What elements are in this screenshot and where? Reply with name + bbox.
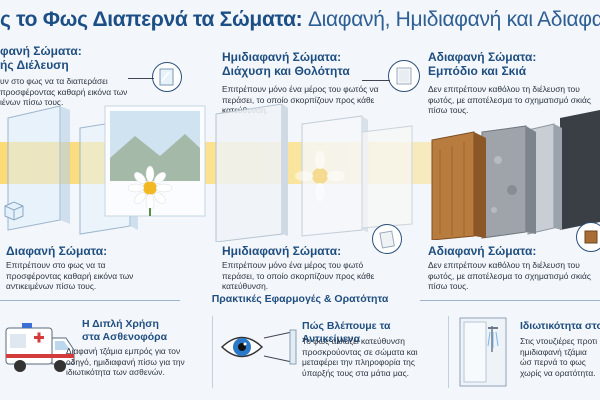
shower-heading: Ιδιωτικότητα στο bbox=[520, 320, 600, 332]
opaque-heading-bottom: Αδιαφανή Σώματα: bbox=[428, 244, 537, 258]
column-separator bbox=[448, 316, 449, 388]
opaque-heading-line-2: Εμπόδιο και Σκιά bbox=[428, 64, 527, 78]
opaque-text-bottom: Δεν επιτρέπουν καθόλου τη διέλευση του φ… bbox=[428, 260, 591, 291]
frosted-sample-icon bbox=[388, 60, 420, 92]
transparent-heading-bottom: Διαφανή Σώματα: bbox=[6, 244, 108, 258]
ambulance-heading-line-1: Η Διπλή Χρήση bbox=[82, 318, 159, 330]
translucent-heading-line-1: Ημιδιαφανή Σώματα: bbox=[222, 50, 342, 64]
page-title-rest: Διαφανή, Ημιδιαφανή και Αδιαφα bbox=[307, 8, 600, 31]
eye-heading: Πώς Βλέπουμε τα Αντικείμενα bbox=[302, 320, 391, 345]
transparent-text-top: υν στο φως να τα διαπεράσει προσφέροντας… bbox=[0, 76, 128, 107]
translucent-text-bottom: Επιτρέπουν μόνο ένα μέρος του φωτό περάσ… bbox=[222, 260, 375, 291]
translucent-heading-line-2: Διάχυση και Θολότητα bbox=[222, 64, 350, 78]
transparent-heading-top: φανή Σώματα: ής Διέλευση bbox=[0, 44, 150, 72]
page-title: ς το Φως Διαπερνά τα Σώματα: Διαφανή, Ημ… bbox=[0, 8, 600, 32]
glass-cube-icon bbox=[4, 201, 24, 221]
opaque-blocks-illustration bbox=[431, 110, 600, 240]
ambulance-icon bbox=[5, 323, 75, 372]
ambulance-heading: Η Διπλή Χρήση στα Ασθενοφόρα bbox=[82, 318, 202, 343]
page-title-bold: ς το Φως Διαπερνά τα Σώματα: bbox=[0, 8, 303, 31]
divider-right bbox=[420, 300, 600, 301]
frosted-pane-icon bbox=[372, 224, 402, 254]
opaque-text-top: Δεν επιτρέπουν καθόλου τη διέλευση του φ… bbox=[428, 84, 591, 115]
callout-line bbox=[362, 80, 390, 81]
opaque-heading-line-1: Αδιαφανή Σώματα: bbox=[428, 50, 537, 64]
shower-icon bbox=[459, 317, 507, 387]
glass-sample-icon bbox=[152, 62, 182, 92]
ambulance-heading-line-2: στα Ασθενοφόρα bbox=[82, 330, 168, 343]
flower-picture-icon bbox=[104, 105, 206, 217]
stone-block bbox=[481, 125, 536, 239]
divider-left bbox=[0, 300, 180, 301]
translucent-heading-top: Ημιδιαφανή Σώματα: Διάχυση και Θολότητα bbox=[222, 50, 392, 78]
eye-icon bbox=[220, 329, 297, 365]
callout-line bbox=[128, 78, 154, 79]
translucent-heading-bottom: Ημιδιαφανή Σώματα: bbox=[222, 244, 342, 258]
applications-heading: Πρακτικές Εφαρμογές & Ορατότητα bbox=[211, 293, 389, 305]
glass-panes-illustration bbox=[7, 105, 206, 235]
transparent-text-bottom: Επιτρέπουν στο φως να τα προσφέροντας κα… bbox=[6, 260, 134, 291]
frosted-panes-illustration bbox=[215, 104, 413, 242]
column-separator bbox=[212, 316, 213, 388]
transparent-heading-line-2: ής Διέλευση bbox=[0, 58, 69, 72]
shower-text: Στις ντουζιέρες προτι ημιδιαφανή τζάμια … bbox=[520, 336, 598, 378]
eye-text: Το φως αλλάζει κατεύθυνση προσκρούοντας … bbox=[302, 336, 418, 378]
transparent-heading-line-1: φανή Σώματα: bbox=[0, 44, 82, 58]
ambulance-text: Διαφανή τζάμια εμπρός για τον οδηγό, ημι… bbox=[66, 346, 185, 377]
wood-sample-icon bbox=[576, 222, 600, 252]
opaque-heading-top: Αδιαφανή Σώματα: Εμπόδιο και Σκιά bbox=[428, 50, 600, 78]
wood-block bbox=[431, 131, 486, 240]
